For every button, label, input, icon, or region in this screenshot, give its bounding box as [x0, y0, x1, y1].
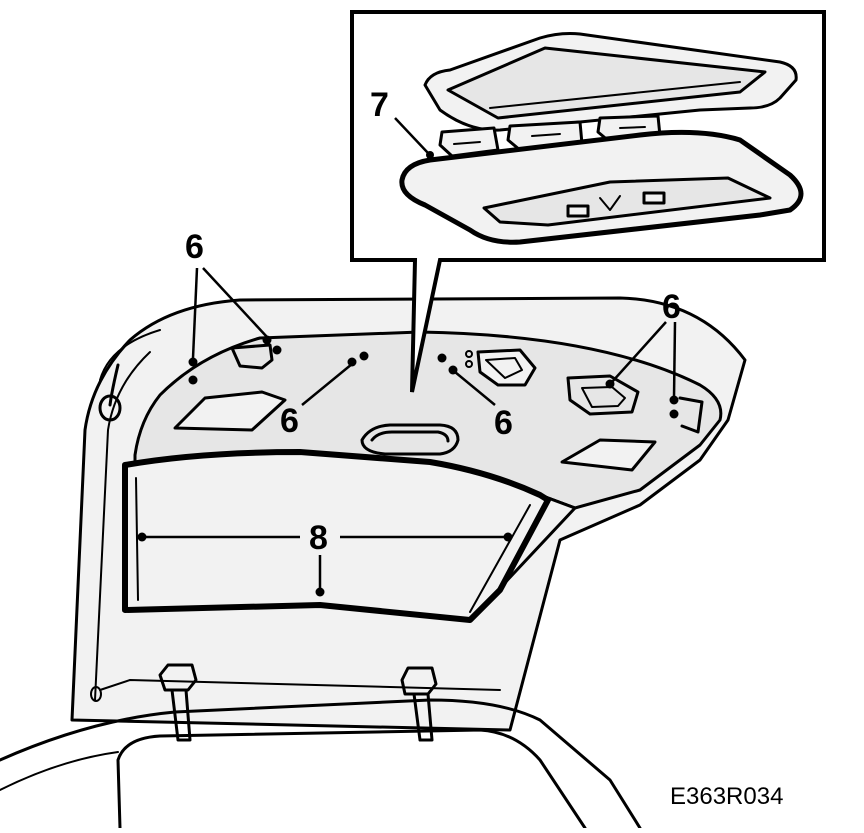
callout-fastener-center-right: 6 [494, 404, 513, 442]
car-body [0, 698, 642, 830]
detail-inset [350, 10, 826, 393]
figure-code: E363R034 [670, 783, 783, 810]
callout-fastener-left: 6 [185, 228, 204, 266]
hinge-right [400, 666, 438, 742]
hinge-left [158, 663, 198, 742]
callout-labels: 6 6 6 6 7 8 E363R034 [185, 86, 783, 810]
callout-trim-panel: 8 [309, 519, 328, 557]
callout-fastener-right: 6 [662, 288, 681, 326]
callout-clip: 7 [370, 86, 389, 124]
callout-fastener-center: 6 [280, 402, 299, 440]
fastener-dots [188, 335, 679, 419]
leader-lines [137, 117, 677, 597]
